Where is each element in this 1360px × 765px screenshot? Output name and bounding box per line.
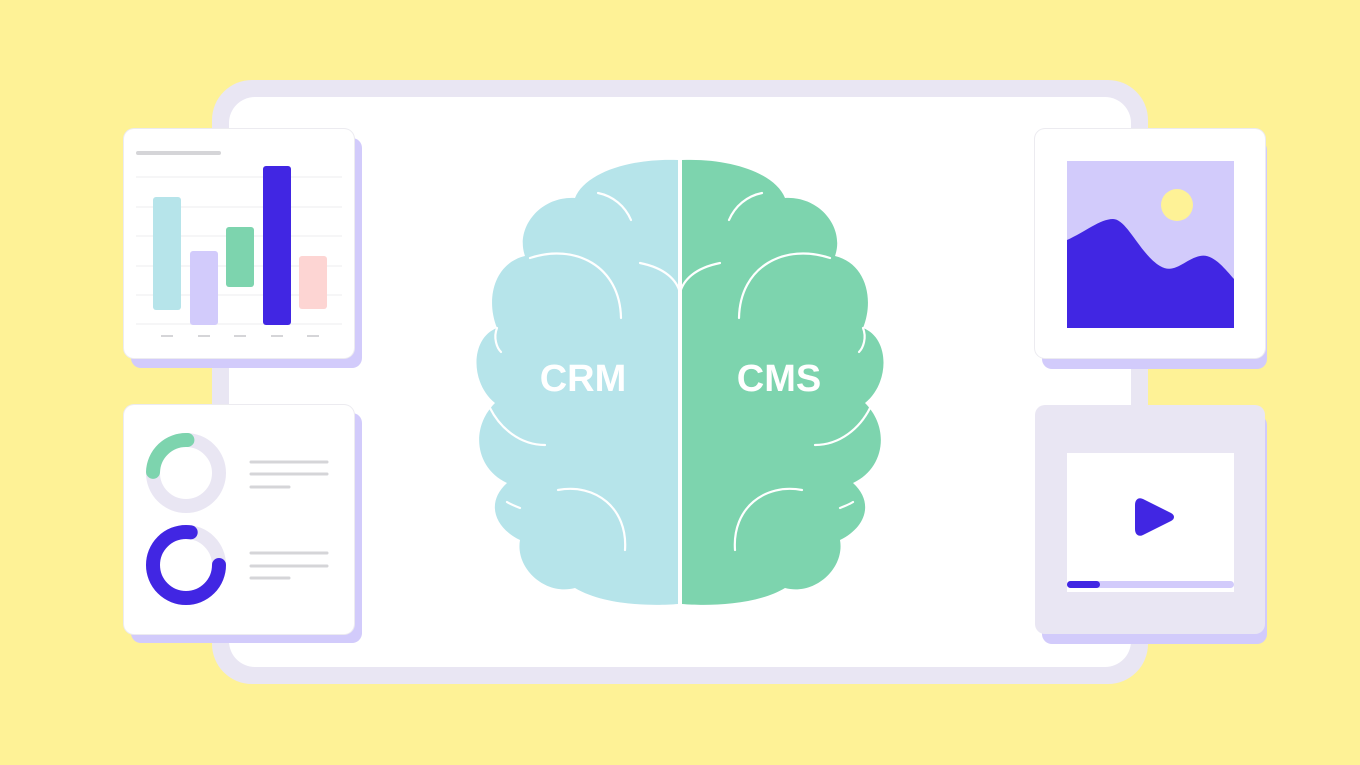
- bar-3: [226, 227, 254, 287]
- donut-charts: [146, 433, 329, 605]
- video-progress-fill: [1067, 581, 1100, 588]
- video-progress-track[interactable]: [1067, 581, 1234, 588]
- brain-illustration: CRM CMS: [476, 159, 884, 605]
- sun-icon: [1161, 189, 1193, 221]
- bar-4: [263, 166, 291, 325]
- bar-5: [299, 256, 327, 309]
- brain-right-hemisphere: [682, 159, 884, 605]
- play-icon: [1135, 498, 1174, 536]
- video-player: [1067, 453, 1234, 592]
- image-placeholder-icon: [1067, 161, 1234, 328]
- video-card[interactable]: [1035, 405, 1265, 634]
- chart-title-placeholder: [136, 151, 221, 155]
- bar-chart-card[interactable]: [124, 129, 354, 358]
- donut-2: [146, 525, 226, 605]
- image-card[interactable]: [1035, 129, 1265, 358]
- cms-label: CMS: [737, 358, 821, 400]
- brain-left-hemisphere: [476, 159, 678, 605]
- bar-chart: [136, 151, 342, 337]
- bar-2: [190, 251, 218, 325]
- donut-card[interactable]: [124, 405, 354, 634]
- donut-1: [146, 433, 226, 513]
- bar-1: [153, 197, 181, 310]
- crm-label: CRM: [540, 358, 627, 400]
- mountain-icon: [1067, 219, 1234, 328]
